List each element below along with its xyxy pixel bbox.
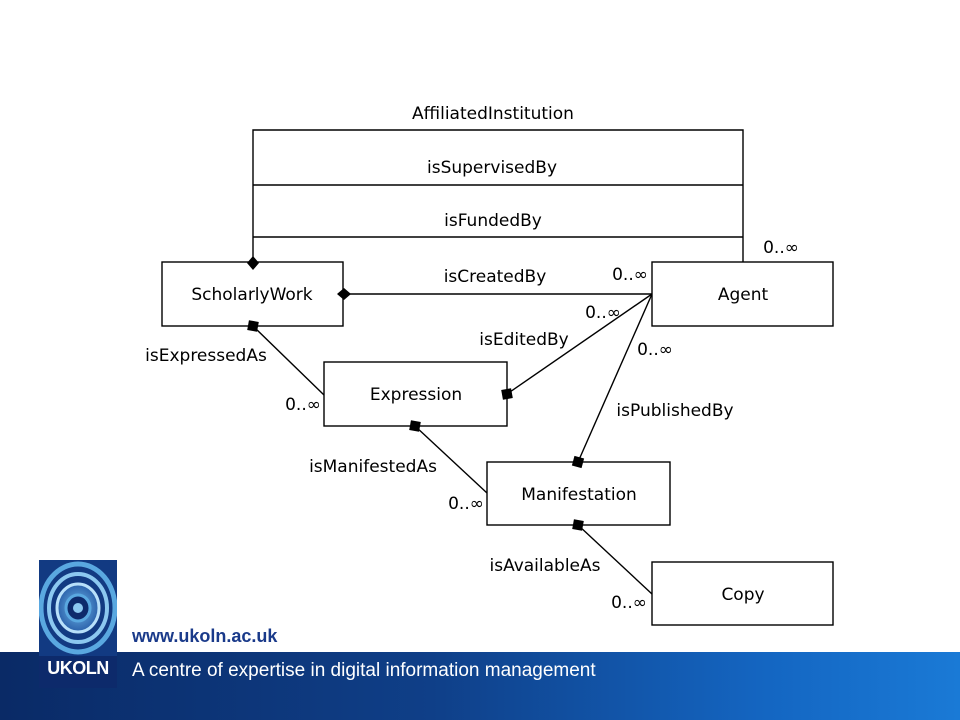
affiliated-institution-label: AffiliatedInstitution <box>412 104 574 124</box>
is-manifested-as-line <box>414 425 488 494</box>
composition-diamond-top <box>247 256 259 270</box>
expression-label: Expression <box>370 385 462 405</box>
is-published-by-line <box>577 293 653 463</box>
is-edited-by-line <box>506 293 653 395</box>
association-lines <box>252 129 744 595</box>
scholarly-work-label: ScholarlyWork <box>191 285 312 305</box>
is-expressed-as-label: isExpressedAs <box>145 346 267 366</box>
association-end-manifestation-top <box>571 455 585 469</box>
footer-tagline: A centre of expertise in digital informa… <box>132 660 596 681</box>
is-manifested-as-label: isManifestedAs <box>309 457 437 477</box>
affiliated-institution-line <box>252 129 744 262</box>
footer-bar <box>0 652 960 720</box>
is-expressed-as-line <box>252 325 325 396</box>
association-end-expression-right <box>501 388 513 400</box>
multiplicity-edited-agent: 0..∞ <box>585 303 621 323</box>
is-funded-by-label: isFundedBy <box>444 211 542 231</box>
association-end-scholarly-work-bottom <box>247 320 259 332</box>
class-box-copy: Copy <box>651 561 834 626</box>
is-created-by-label: isCreatedBy <box>444 267 547 287</box>
footer-url-link[interactable]: www.ukoln.ac.uk <box>132 626 278 646</box>
multiplicity-expression: 0..∞ <box>285 395 321 415</box>
logo-wordmark: UKOLN <box>47 658 109 678</box>
association-end-expression-bottom <box>409 420 421 432</box>
ukoln-logo: UKOLN <box>39 560 117 688</box>
multiplicity-created-agent: 0..∞ <box>612 265 648 285</box>
multiplicity-copy: 0..∞ <box>611 593 647 613</box>
copy-label: Copy <box>721 585 764 605</box>
composition-diamond-right <box>337 288 351 300</box>
agent-label: Agent <box>718 285 769 305</box>
is-supervised-by-label: isSupervisedBy <box>427 158 557 178</box>
is-available-as-line <box>577 524 653 595</box>
eye-logo-icon <box>39 560 117 656</box>
class-box-scholarly-work: ScholarlyWork <box>161 261 344 327</box>
association-end-manifestation-bottom <box>572 519 584 531</box>
is-published-by-label: isPublishedBy <box>616 401 733 421</box>
class-box-expression: Expression <box>323 361 508 427</box>
is-available-as-label: isAvailableAs <box>489 556 600 576</box>
class-box-manifestation: Manifestation <box>486 461 671 526</box>
multiplicity-published-agent: 0..∞ <box>637 340 673 360</box>
multiplicity-manifestation: 0..∞ <box>448 494 484 514</box>
is-edited-by-label: isEditedBy <box>479 330 568 350</box>
manifestation-label: Manifestation <box>521 485 637 505</box>
class-box-agent: Agent <box>651 261 834 327</box>
multiplicity-top-right: 0..∞ <box>763 238 799 258</box>
